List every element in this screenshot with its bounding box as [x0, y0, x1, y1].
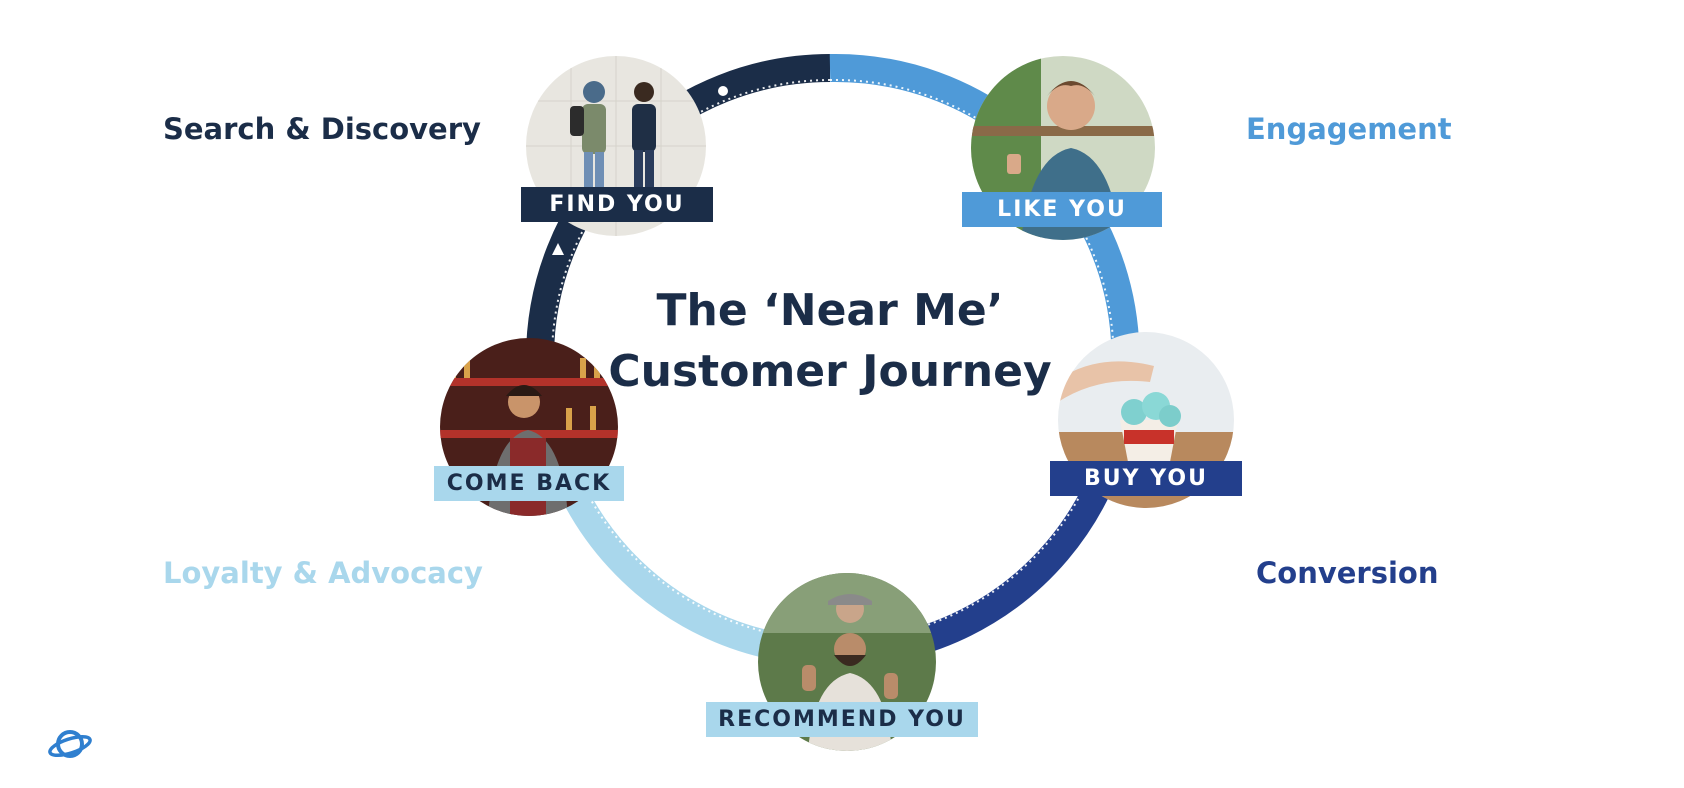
- tag-come-back: COME BACK: [434, 466, 624, 501]
- stage-label-conversion: Conversion: [1256, 556, 1439, 590]
- diagram-title: The ‘Near Me’ Customer Journey: [565, 280, 1095, 402]
- title-line-1: The ‘Near Me’: [656, 285, 1004, 336]
- tag-buy-you: BUY YOU: [1050, 461, 1242, 496]
- stage-label-search: Search & Discovery: [163, 112, 481, 146]
- stage-label-engagement: Engagement: [1246, 112, 1452, 146]
- tag-recommend-you: RECOMMEND YOU: [706, 702, 978, 737]
- stage-label-loyalty: Loyalty & Advocacy: [163, 556, 483, 590]
- title-line-2: Customer Journey: [608, 346, 1052, 397]
- start-dot: [718, 86, 728, 96]
- arrow-up-icon: [552, 243, 564, 255]
- tag-like-you: LIKE YOU: [962, 192, 1162, 227]
- tag-find-you: FIND YOU: [521, 187, 713, 222]
- planet-logo-icon: [48, 724, 94, 768]
